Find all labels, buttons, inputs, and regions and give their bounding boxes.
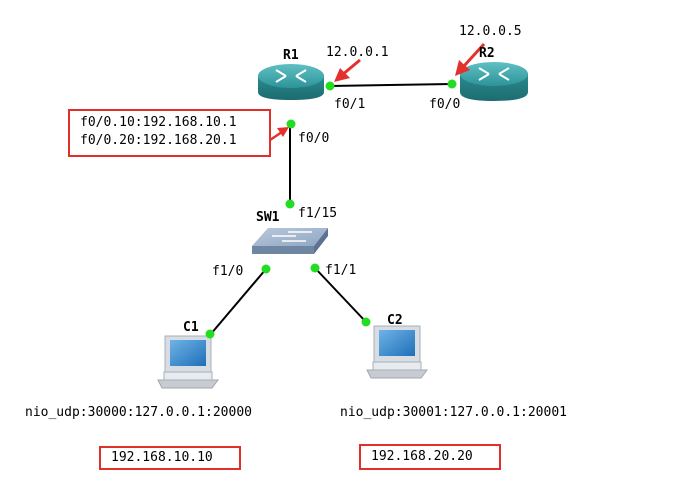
router-r2-label: R2 xyxy=(479,46,495,61)
port-sw1-f10-dot xyxy=(261,264,271,274)
port-r1-f01-dot xyxy=(325,81,335,91)
r2-f00-label: f0/0 xyxy=(429,97,461,112)
router-r1-icon[interactable] xyxy=(258,64,324,100)
router-r2-icon[interactable] xyxy=(460,62,528,101)
subinterface-20-label: f0/0.20:192.168.20.1 xyxy=(80,133,237,148)
computer-c1-icon[interactable] xyxy=(157,335,219,389)
port-r2-f00-dot xyxy=(447,79,457,89)
r2-ip-label: 12.0.0.5 xyxy=(459,24,522,39)
sw1-f11-label: f1/1 xyxy=(325,263,357,278)
computer-c1-label: C1 xyxy=(183,320,199,335)
port-c2-dot xyxy=(361,317,371,327)
c2-ip-label: 192.168.20.20 xyxy=(371,449,473,464)
r1-f01-label: f0/1 xyxy=(334,97,366,112)
c2-nio-label: nio_udp:30001:127.0.0.1:20001 xyxy=(340,405,567,420)
computer-c2-label: C2 xyxy=(387,313,403,328)
switch-sw1-label: SW1 xyxy=(256,210,280,225)
subinterface-10-label: f0/0.10:192.168.10.1 xyxy=(80,115,237,130)
port-sw1-f115-dot xyxy=(285,199,295,209)
subinterface-box: f0/0.10:192.168.10.1 f0/0.20:192.168.20.… xyxy=(68,109,271,157)
r1-ip-label: 12.0.0.1 xyxy=(326,45,389,60)
switch-sw1-icon[interactable] xyxy=(252,228,328,254)
c1-ip-label: 192.168.10.10 xyxy=(111,450,213,465)
link-r1-r2 xyxy=(329,83,453,87)
c2-ip-box: 192.168.20.20 xyxy=(359,444,501,470)
link-sw1-c1 xyxy=(209,268,267,336)
port-c1-dot xyxy=(205,329,215,339)
c1-nio-label: nio_udp:30000:127.0.0.1:20000 xyxy=(25,405,252,420)
link-sw1-c2 xyxy=(314,267,367,323)
r1-f00-label: f0/0 xyxy=(298,131,330,146)
arrow-subinterface xyxy=(269,127,289,142)
sw1-f115-label: f1/15 xyxy=(298,206,338,221)
computer-c2-icon[interactable] xyxy=(366,325,428,379)
sw1-f10-label: f1/0 xyxy=(212,264,244,279)
c1-ip-box: 192.168.10.10 xyxy=(99,446,241,470)
arrow-r1-ip xyxy=(334,58,361,82)
port-sw1-f11-dot xyxy=(310,263,320,273)
router-r1-label: R1 xyxy=(283,48,299,63)
port-r1-f00-dot xyxy=(286,119,296,129)
arrow-r2-ip xyxy=(455,42,486,76)
